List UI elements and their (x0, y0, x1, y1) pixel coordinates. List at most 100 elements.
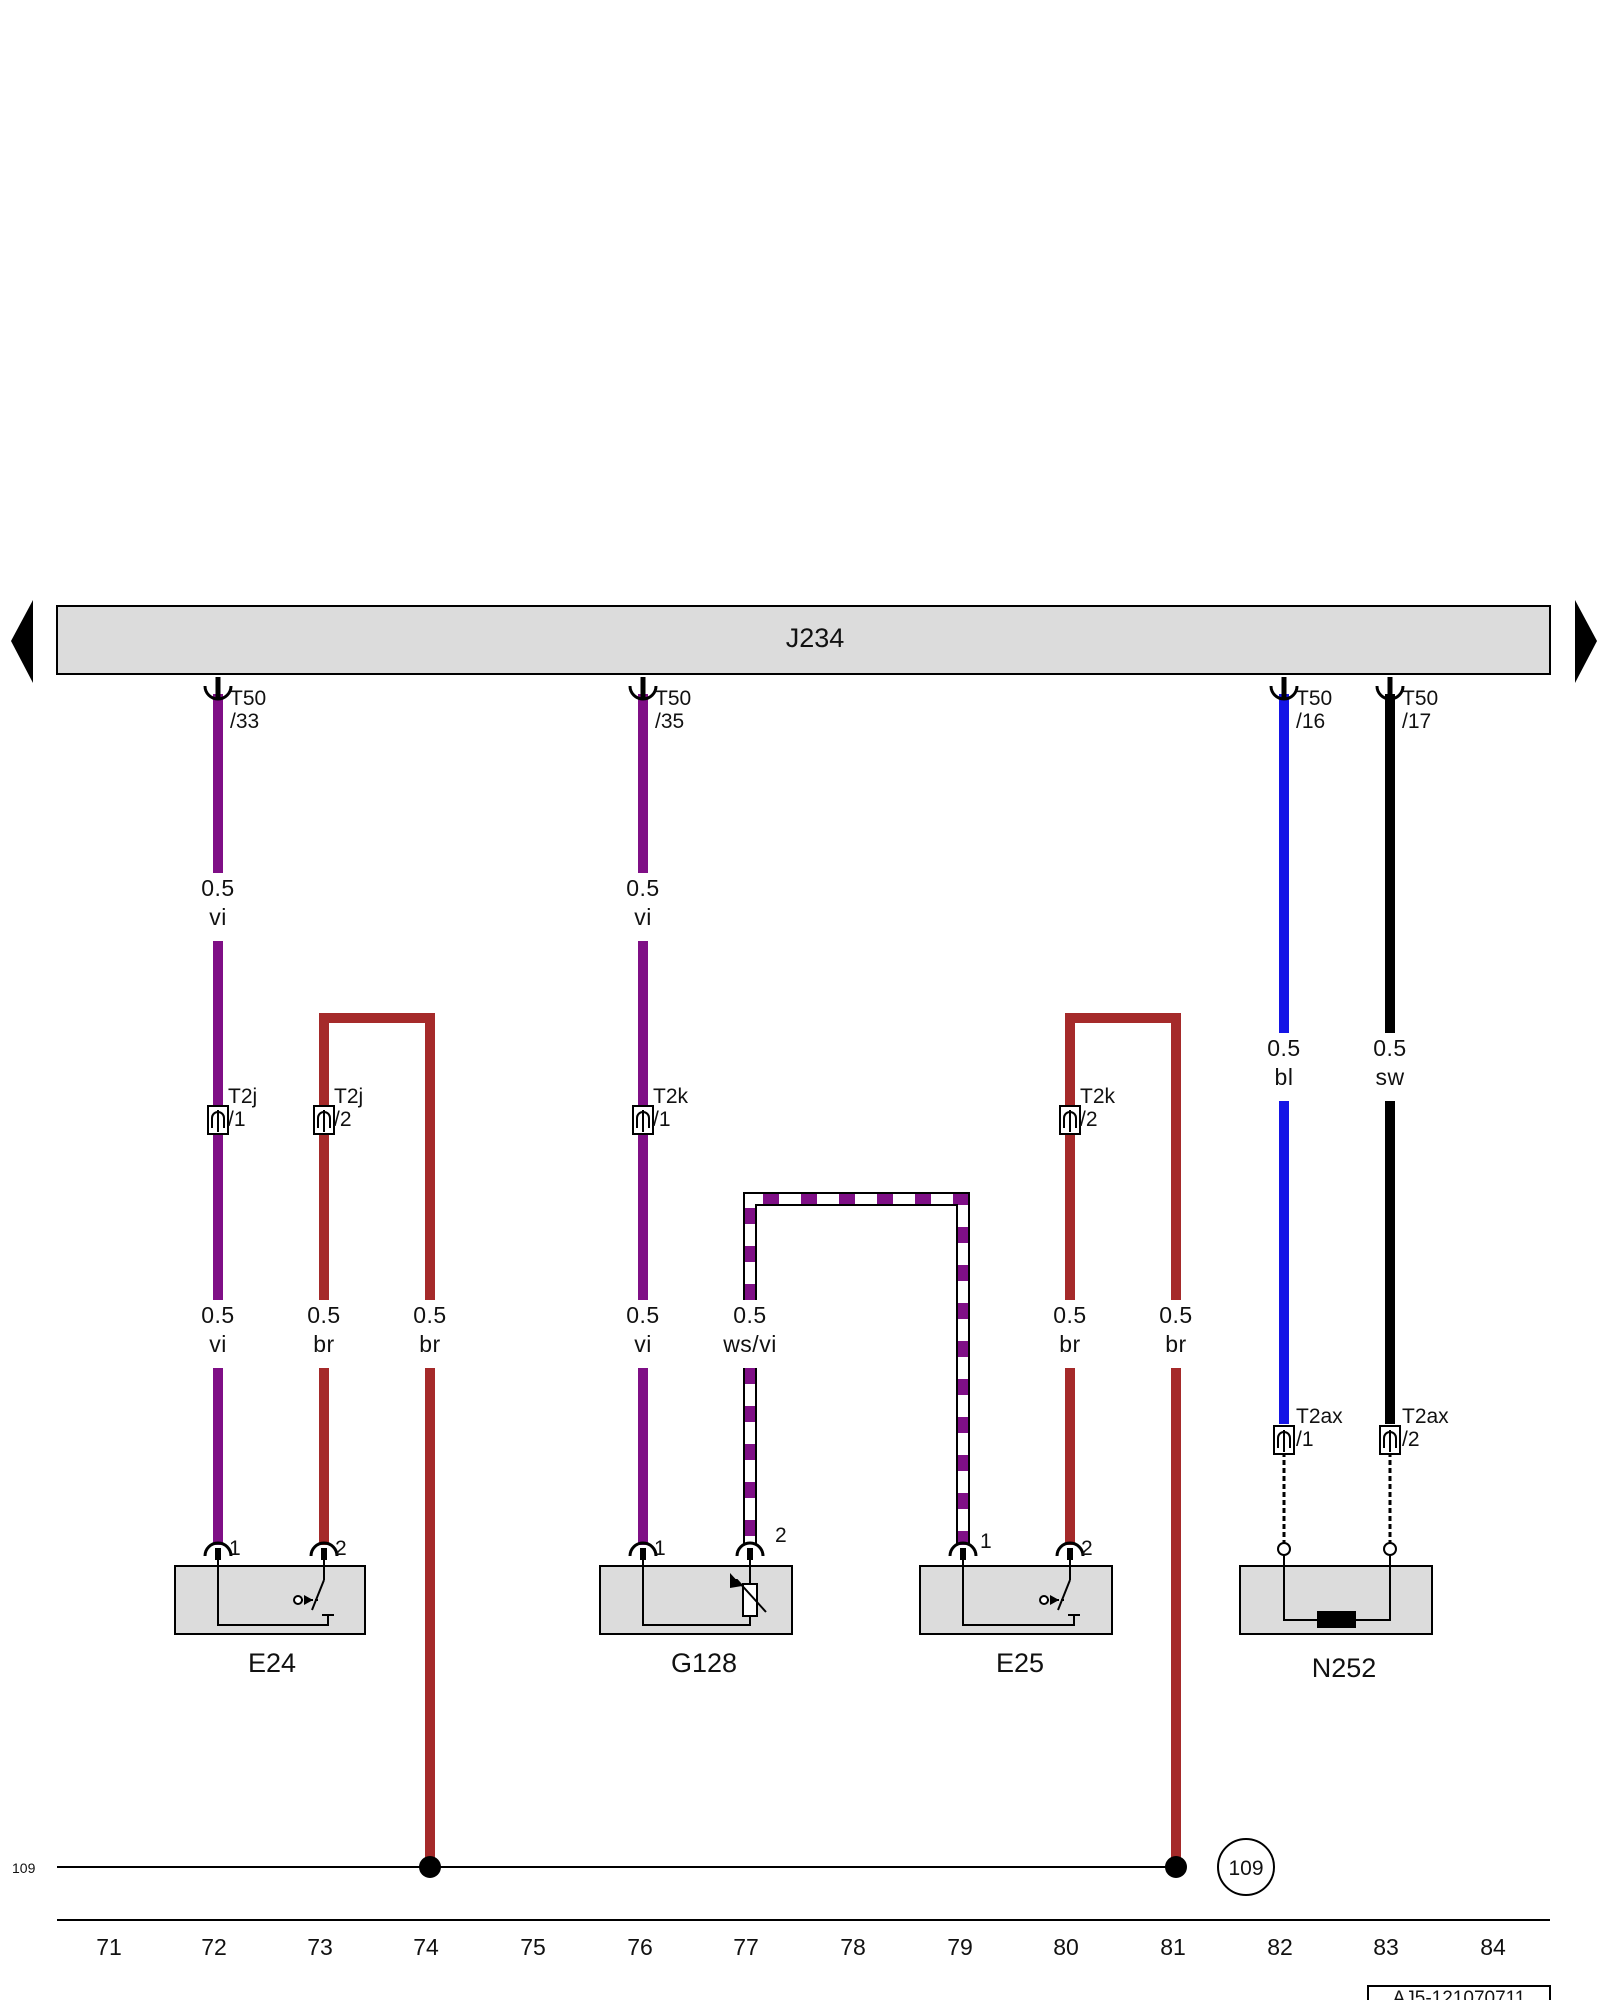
t50-16-line2: /16 (1296, 710, 1325, 733)
wire-size: 0.5 (1053, 1302, 1086, 1328)
next-page-arrow[interactable] (1575, 600, 1597, 683)
column-number: 73 (307, 1934, 333, 1960)
t2k-2-line2: /2 (1080, 1108, 1098, 1131)
column-number: 76 (627, 1934, 653, 1960)
inline-connector-t2ax-2: T2ax /2 (1379, 1405, 1449, 1455)
t50-33-line1: T50 (230, 687, 266, 710)
component-e25: 1 2 E25 (919, 1530, 1113, 1678)
column-number: 84 (1480, 1934, 1506, 1960)
wire-label-w83-upper: 0.5 sw (1373, 1035, 1406, 1090)
inline-connector-t2k-1: T2k /1 (632, 1085, 689, 1135)
ground-point-icon (1217, 1838, 1275, 1896)
prev-page-arrow[interactable] (11, 600, 33, 683)
column-number: 78 (840, 1934, 866, 1960)
wire-color: ws/vi (722, 1331, 777, 1357)
wire-label-w80-lower: 0.5 br (1053, 1302, 1086, 1357)
column-number: 71 (96, 1934, 122, 1960)
inline-connector-t2j-2: T2j /2 (313, 1085, 363, 1135)
t50-pin-16: T50 /16 (1269, 677, 1332, 733)
wire-color: br (419, 1331, 440, 1357)
wire-label-w76-upper: 0.5 vi (626, 875, 659, 930)
column-ruler: 71 72 73 74 75 76 77 78 79 80 81 82 83 8… (57, 1919, 1550, 1960)
t2ax-2-line2: /2 (1402, 1428, 1420, 1451)
wire-loop-80-81 (1065, 1013, 1181, 1866)
column-number: 80 (1053, 1934, 1079, 1960)
wire-color: bl (1275, 1064, 1294, 1090)
component-e24: 1 2 E24 (174, 1537, 366, 1678)
t50-pin-35: T50 /35 (628, 677, 691, 733)
wire-size: 0.5 (1373, 1035, 1406, 1061)
column-number: 72 (201, 1934, 227, 1960)
t50-33-line2: /33 (230, 710, 259, 733)
wire-size: 0.5 (733, 1302, 766, 1328)
ground-junction (419, 1856, 441, 1878)
inline-connector-t2k-2: T2k /2 (1059, 1085, 1116, 1135)
t2k-1-line1: T2k (653, 1085, 689, 1108)
t50-35-line1: T50 (655, 687, 691, 710)
ground-ref-left: 109 (12, 1860, 36, 1876)
t50-16-line1: T50 (1296, 687, 1332, 710)
inline-connector-t2j-1: T2j /1 (207, 1085, 257, 1135)
column-number: 82 (1267, 1934, 1293, 1960)
t50-pin-33: T50 /33 (203, 677, 266, 733)
wire-color: vi (209, 1331, 227, 1357)
wire-size: 0.5 (626, 875, 659, 901)
wire-label-w82-upper: 0.5 bl (1267, 1035, 1300, 1090)
t2j-2-line2: /2 (334, 1108, 352, 1131)
wire-label-w72-lower: 0.5 vi (201, 1302, 234, 1357)
column-number: 81 (1160, 1934, 1186, 1960)
ground-line: 109 109 (12, 1838, 1275, 1896)
wire-label-w76-lower: 0.5 vi (626, 1302, 659, 1357)
wire-color: br (1059, 1331, 1080, 1357)
wire-size: 0.5 (626, 1302, 659, 1328)
wire-loop-77-79 (743, 1192, 970, 1545)
t2ax-1-line2: /1 (1296, 1428, 1314, 1451)
wire-loop-73-74 (319, 1013, 435, 1866)
g128-code: G128 (671, 1648, 737, 1678)
g128-pin-1: 1 (654, 1537, 666, 1560)
e24-pin-1: 1 (229, 1537, 241, 1560)
e25-pin-2: 2 (1081, 1537, 1093, 1560)
wire-size: 0.5 (1159, 1302, 1192, 1328)
control-unit-bus: J234 (56, 605, 1551, 675)
ground-junction (1165, 1856, 1187, 1878)
n252-code: N252 (1312, 1653, 1377, 1683)
t2ax-1-line1: T2ax (1296, 1405, 1343, 1428)
inline-connector-t2ax-1: T2ax /1 (1273, 1405, 1343, 1455)
component-n252: N252 (1239, 1542, 1433, 1683)
t50-17-line1: T50 (1402, 687, 1438, 710)
t2j-1-line2: /1 (228, 1108, 246, 1131)
component-g128: 1 2 G128 (599, 1524, 793, 1678)
wire-label-w74-lower: 0.5 br (413, 1302, 446, 1357)
wire-size: 0.5 (201, 1302, 234, 1328)
wire-label-w73-lower: 0.5 br (307, 1302, 340, 1357)
t2j-2-line1: T2j (334, 1085, 363, 1108)
wire-size: 0.5 (413, 1302, 446, 1328)
column-number: 74 (413, 1934, 439, 1960)
wire-label-w72-upper: 0.5 vi (201, 875, 234, 930)
wire-color: vi (634, 904, 652, 930)
e25-code: E25 (996, 1648, 1044, 1678)
doc-ref-label: AJ5-121070711 (1393, 1988, 1526, 2000)
wire-color: br (313, 1331, 334, 1357)
solenoid-coil-icon (1317, 1611, 1356, 1628)
column-number: 75 (520, 1934, 546, 1960)
wire-size: 0.5 (307, 1302, 340, 1328)
wire-size: 0.5 (201, 875, 234, 901)
wire-color: br (1165, 1331, 1186, 1357)
wire-size: 0.5 (1267, 1035, 1300, 1061)
t50-35-line2: /35 (655, 710, 684, 733)
e25-pin-1: 1 (980, 1530, 992, 1553)
document-reference: AJ5-121070711 (1367, 1985, 1551, 2000)
t2ax-2-line1: T2ax (1402, 1405, 1449, 1428)
e24-code: E24 (248, 1648, 296, 1678)
column-number: 83 (1373, 1934, 1399, 1960)
t50-17-line2: /17 (1402, 710, 1431, 733)
t2k-1-line2: /1 (653, 1108, 671, 1131)
column-number: 77 (733, 1934, 759, 1960)
e24-pin-2: 2 (335, 1537, 347, 1560)
wire-label-w81-lower: 0.5 br (1159, 1302, 1192, 1357)
g128-pin-2: 2 (775, 1524, 787, 1547)
bus-label: J234 (786, 623, 845, 653)
